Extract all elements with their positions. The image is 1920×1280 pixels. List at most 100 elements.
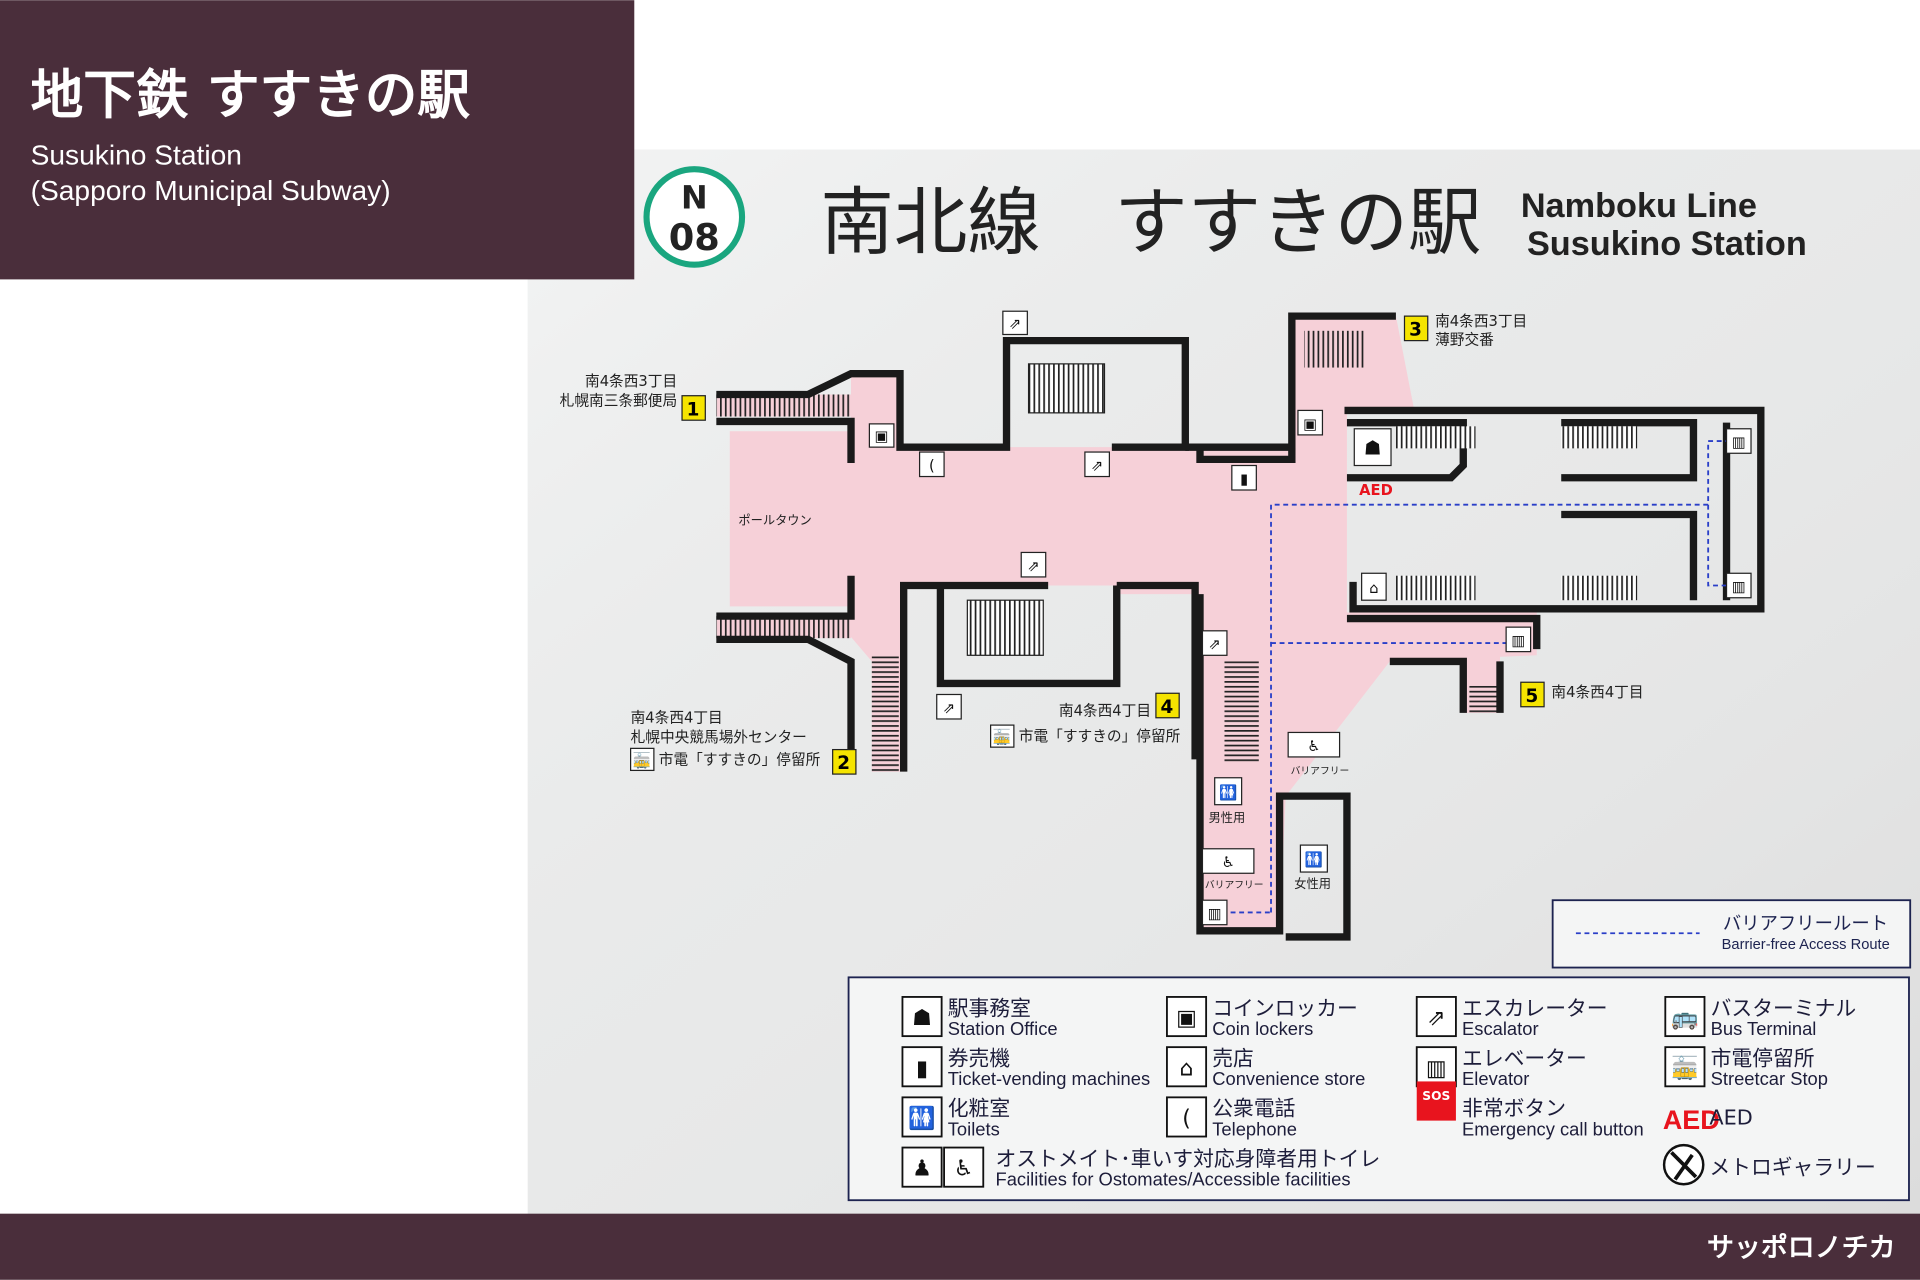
streetcar-icon: 🚋 xyxy=(992,728,1010,746)
toilet-icon: 🚻 xyxy=(1305,851,1323,869)
walls xyxy=(716,312,1765,941)
exit-4: 南4条西4丁目 市電「すすきの」停留所 4 xyxy=(1019,692,1181,745)
escalator-icon: ⇗ xyxy=(1091,457,1103,474)
accessible-toilet-icon xyxy=(943,1146,985,1188)
legend-item: メトロギャラリー xyxy=(1662,1143,1876,1186)
sign-title-en-line: Namboku Line xyxy=(1521,187,1757,225)
svg-text:☗: ☗ xyxy=(912,1006,932,1031)
barrier-free-legend-en: Barrier-free Access Route xyxy=(1722,937,1890,953)
telephone-icon: ( xyxy=(929,457,935,474)
legend-label-ja: オストメイト･車いす対応身障者用トイレ xyxy=(996,1147,1381,1171)
toilet-icon xyxy=(901,1096,943,1138)
line-letter: N xyxy=(681,178,708,216)
svg-text:▣: ▣ xyxy=(1176,1006,1197,1031)
exit-5: 5 南4条西4丁目 xyxy=(1520,681,1644,708)
legend-label-en: Elevator xyxy=(1462,1068,1529,1089)
sos-icon xyxy=(1416,1081,1456,1121)
bus-icon xyxy=(1664,996,1706,1038)
legend-label-en: Station Office xyxy=(948,1018,1058,1039)
barrier-free-route-platform xyxy=(1707,504,1727,587)
svg-text:▥: ▥ xyxy=(1426,1056,1447,1081)
header-title: 地下鉄 すすきの駅 xyxy=(31,65,471,126)
barrier-free-label: バリアフリー xyxy=(1205,879,1264,891)
legend-label-en: Escalator xyxy=(1462,1018,1539,1039)
exit3-stairs xyxy=(1304,330,1366,368)
exit-2-line: 市電「すすきの」停留所 xyxy=(659,751,821,768)
men-toilet-label: 男性用 xyxy=(1209,811,1246,825)
area-label-pole-town: ポールタウン xyxy=(738,513,811,527)
elevator-icon: ▥ xyxy=(1732,579,1746,596)
svg-text:SOS: SOS xyxy=(1422,1089,1450,1103)
platform-stairs-1 xyxy=(1395,426,1476,449)
ticket-machine-icon: ▮ xyxy=(1240,471,1248,488)
escalator-icon: ⇗ xyxy=(943,700,955,717)
escalator-icon: ⇗ xyxy=(1027,558,1039,575)
legend-label-en: Telephone xyxy=(1212,1118,1297,1139)
station-map: ⇗ ▣ ( ⇗ ▮ ▣ ☗ ⇗ ⇗ ⇗ ⌂ ▥ ▥ ▥ ▥ 🚻 🚻 ♿ ♿ 🚋 … xyxy=(560,310,1765,941)
exit-1-badge: 1 xyxy=(687,399,700,420)
svg-text:🚌: 🚌 xyxy=(1671,1006,1698,1031)
legend-label-ja: 駅事務室 xyxy=(948,996,1031,1020)
coin-locker-icon: ▣ xyxy=(1303,416,1317,433)
sign-title-ja: 南北線 すすきの駅 xyxy=(820,181,1481,266)
exit-1-line: 南4条西3丁目 xyxy=(585,373,677,390)
store-icon: ⌂ xyxy=(1369,580,1378,597)
accessible-toilet-icon xyxy=(901,1146,943,1188)
telephone-icon xyxy=(1166,1096,1208,1138)
station-office-icon xyxy=(901,996,943,1038)
exit-1: 南4条西3丁目 札幌南三条郵便局 1 xyxy=(560,373,706,421)
aed-icon: AED xyxy=(1663,1105,1720,1135)
legend-label-en: Streetcar Stop xyxy=(1711,1068,1828,1089)
coin-locker-icon: ▣ xyxy=(875,428,889,445)
exit5-stairs xyxy=(1469,685,1500,713)
platform-stairs-3 xyxy=(1395,575,1476,601)
exit-3-line: 薄野交番 xyxy=(1435,330,1494,348)
legend-label-ja: バスターミナル xyxy=(1711,996,1857,1020)
header-subtitle-2: (Sapporo Municipal Subway) xyxy=(31,175,391,206)
ticket-machine-icon xyxy=(901,1046,943,1088)
legend-label-en: Toilets xyxy=(948,1118,1000,1139)
svg-text:♟: ♟ xyxy=(912,1157,932,1182)
footer-brand: サッポロノチカ xyxy=(1707,1233,1895,1264)
legend-label-en: Emergency call button xyxy=(1462,1118,1644,1139)
exit-4-badge: 4 xyxy=(1161,697,1174,718)
legend-label-ja: 市電停留所 xyxy=(1711,1047,1815,1071)
legend-label-ja: メトロギャラリー xyxy=(1709,1155,1875,1179)
barrier-free-label: バリアフリー xyxy=(1291,765,1350,777)
exit-3-line: 南4条西3丁目 xyxy=(1435,313,1527,330)
legend-label-en: Bus Terminal xyxy=(1711,1018,1817,1039)
legend-label-ja: 公衆電話 xyxy=(1212,1097,1295,1121)
elevator-icon: ▥ xyxy=(1208,906,1222,923)
exit4-stairs xyxy=(1224,661,1259,762)
exit-2-badge: 2 xyxy=(837,753,850,774)
svg-text:♿: ♿ xyxy=(954,1157,974,1182)
exit-2-line: 札幌中央競馬場外センター xyxy=(631,729,807,746)
exit-2-line: 南4条西4丁目 xyxy=(631,710,723,727)
exit-4-line: 南4条西4丁目 xyxy=(1059,702,1151,719)
footer-bar xyxy=(0,1213,1920,1280)
escalator-icon: ⇗ xyxy=(1209,636,1221,653)
legend-label-ja: 売店 xyxy=(1212,1047,1254,1071)
elevator-icon: ▥ xyxy=(1732,434,1746,451)
streetcar-icon: 🚋 xyxy=(632,752,650,770)
line-number: 08 xyxy=(669,216,720,259)
legend-label-ja: 券売機 xyxy=(948,1047,1011,1071)
exit-1-line: 札幌南三条郵便局 xyxy=(560,393,678,410)
legend-label-ja: エレベーター xyxy=(1462,1047,1587,1071)
platform-stairs-4 xyxy=(1561,575,1638,601)
legend-label-ja: 化粧室 xyxy=(948,1097,1010,1121)
exit-5-line: 南4条西4丁目 xyxy=(1551,684,1643,701)
svg-text:⇗: ⇗ xyxy=(1427,1006,1445,1031)
